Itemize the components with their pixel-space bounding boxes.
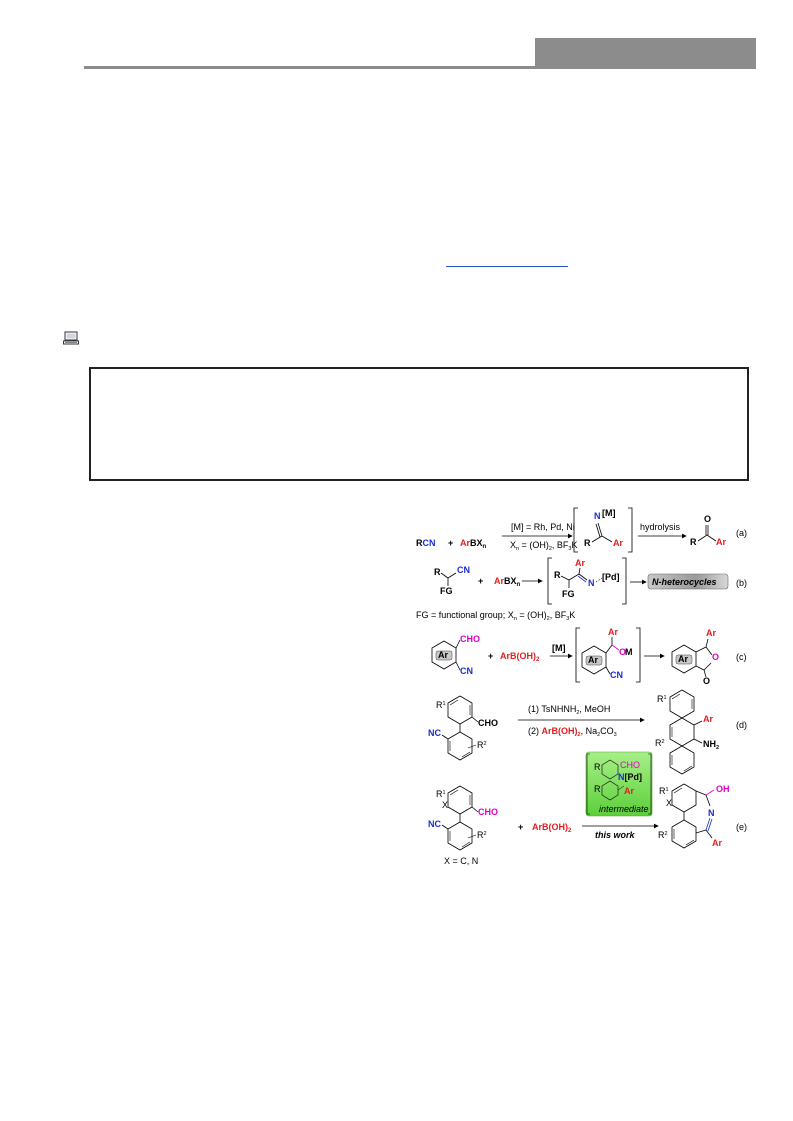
abstract-box	[89, 367, 749, 481]
computer-icon	[63, 331, 79, 345]
svg-text:R2: R2	[655, 738, 665, 748]
svg-text:X: X	[666, 798, 672, 808]
svg-text:O: O	[712, 652, 719, 662]
svg-text:+: +	[448, 538, 453, 548]
svg-text:+: +	[518, 822, 523, 832]
svg-text:(e): (e)	[736, 822, 747, 832]
header-rule	[84, 66, 535, 69]
svg-text:ArBXn: ArBXn	[494, 576, 521, 588]
svg-text:OH: OH	[716, 784, 730, 794]
svg-text:X: X	[442, 800, 448, 810]
svg-text:[M]: [M]	[602, 508, 616, 518]
svg-text:(b): (b)	[736, 578, 747, 588]
svg-text:+: +	[488, 651, 493, 661]
svg-text:R: R	[594, 784, 601, 794]
svg-text:R2: R2	[658, 830, 668, 840]
svg-text:M: M	[625, 647, 633, 657]
svg-text:this work: this work	[595, 830, 636, 840]
svg-text:R: R	[594, 762, 601, 772]
svg-text:ArB(OH)2: ArB(OH)2	[532, 822, 572, 834]
svg-text:(1) TsNHNH2, MeOH: (1) TsNHNH2, MeOH	[528, 704, 610, 716]
scheme-row-d: R1 CHO NC R2 (1) TsNHNH2, MeOH (2) ArB(O…	[428, 689, 747, 775]
svg-text:R1: R1	[659, 786, 669, 796]
header-tab	[535, 38, 756, 69]
svg-text:O: O	[619, 647, 626, 657]
svg-text:R: R	[554, 570, 561, 580]
svg-text:Ar: Ar	[613, 538, 623, 548]
svg-text:R2: R2	[477, 740, 487, 750]
svg-text:Ar: Ar	[575, 558, 585, 568]
svg-text:Xn = (OH)2, BF3K: Xn = (OH)2, BF3K	[510, 540, 578, 552]
svg-text:O: O	[703, 676, 710, 686]
svg-text:FG = functional group; Xn = (: FG = functional group; Xn = (OH)2, BF3K	[416, 610, 575, 622]
svg-text:R1: R1	[657, 694, 667, 704]
svg-text:R2: R2	[477, 830, 487, 840]
hyperlink-underline[interactable]	[446, 266, 568, 267]
svg-text:R: R	[434, 567, 441, 577]
svg-text:[M] = Rh, Pd, Ni: [M] = Rh, Pd, Ni	[511, 522, 575, 532]
svg-text:N: N	[708, 808, 715, 818]
svg-text:O: O	[704, 514, 711, 524]
scheme-row-e: R1 X CHO NC R2 X = C, N + ArB(OH)2 R CHO…	[428, 751, 747, 866]
svg-text:NH2: NH2	[703, 739, 719, 751]
svg-text:Ar: Ar	[588, 655, 598, 665]
reaction-scheme: RCN + ArBXn [M] = Rh, Pd, Ni Xn = (OH)2,…	[416, 507, 747, 866]
svg-text:R1: R1	[436, 700, 446, 710]
svg-text:NC: NC	[428, 728, 441, 738]
svg-text:CN: CN	[460, 666, 473, 676]
svg-text:+: +	[478, 576, 483, 586]
svg-text:N-heterocycles: N-heterocycles	[652, 577, 717, 587]
svg-text:X = C, N: X = C, N	[444, 856, 478, 866]
svg-text:RCN: RCN	[416, 538, 436, 548]
svg-text:CHO: CHO	[620, 760, 640, 770]
svg-text:intermediate: intermediate	[599, 804, 649, 814]
svg-text:ArBXn: ArBXn	[460, 538, 487, 550]
svg-text:R: R	[690, 537, 697, 547]
svg-text:NC: NC	[428, 819, 441, 829]
svg-text:[M]: [M]	[552, 643, 566, 653]
svg-text:CHO: CHO	[478, 807, 498, 817]
svg-text:CHO: CHO	[460, 634, 480, 644]
svg-text:Ar: Ar	[678, 654, 688, 664]
svg-text:(c): (c)	[736, 652, 747, 662]
svg-text:FG: FG	[562, 589, 575, 599]
svg-text:(2) ArB(OH)2, Na2CO3: (2) ArB(OH)2, Na2CO3	[528, 726, 617, 738]
svg-text:hydrolysis: hydrolysis	[640, 522, 681, 532]
svg-text:R: R	[584, 538, 591, 548]
svg-text:(d): (d)	[736, 720, 747, 730]
svg-text:Ar: Ar	[438, 650, 448, 660]
svg-text:Ar: Ar	[716, 537, 726, 547]
svg-text:Ar: Ar	[712, 838, 722, 848]
svg-text:N: N	[588, 578, 595, 588]
svg-text:FG: FG	[440, 586, 453, 596]
svg-text:Ar: Ar	[706, 628, 716, 638]
svg-text:Ar: Ar	[608, 627, 618, 637]
svg-text:Ar: Ar	[624, 786, 634, 796]
scheme-row-a: RCN + ArBXn [M] = Rh, Pd, Ni Xn = (OH)2,…	[416, 507, 747, 553]
svg-text:R1: R1	[436, 789, 446, 799]
svg-text:CHO: CHO	[478, 718, 498, 728]
svg-text:N[Pd]: N[Pd]	[618, 772, 642, 782]
svg-text:Ar: Ar	[703, 714, 713, 724]
svg-text:[Pd]: [Pd]	[602, 572, 620, 582]
scheme-row-b: R CN FG + ArBXn Ar R N [Pd] FG N-heteroc…	[416, 557, 747, 622]
svg-text:CN: CN	[610, 670, 623, 680]
svg-text:N: N	[594, 511, 601, 521]
svg-text:(a): (a)	[736, 528, 747, 538]
svg-text:ArB(OH)2: ArB(OH)2	[500, 651, 540, 663]
scheme-row-c: Ar CHO CN + ArB(OH)2 [M] Ar Ar O M CN Ar…	[431, 627, 747, 686]
svg-text:CN: CN	[457, 565, 470, 575]
